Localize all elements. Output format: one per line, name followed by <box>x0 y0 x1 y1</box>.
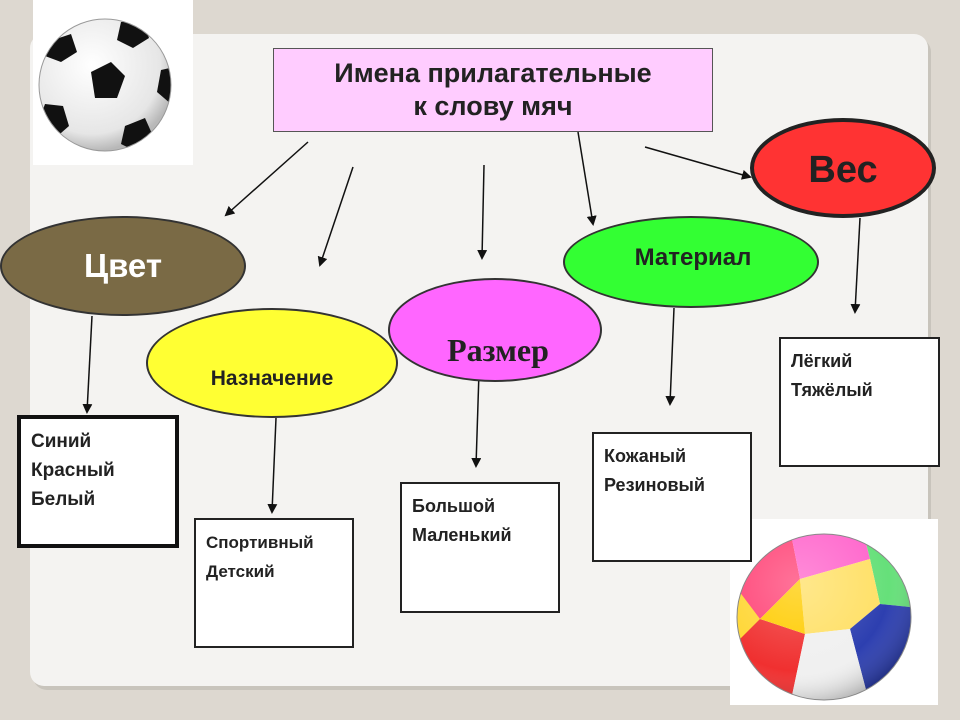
soccer-ball-icon <box>38 18 172 152</box>
arrow-title-to-purpose <box>317 166 354 267</box>
arrow-weight-to-list <box>850 217 861 314</box>
category-color: Цвет <box>0 216 246 316</box>
list-item: Кожаный <box>604 446 687 466</box>
examples-size: Большой Маленький <box>400 482 560 613</box>
arrow-material-to-list <box>665 307 676 406</box>
arrow-title-to-size <box>477 164 488 260</box>
arrow-title-to-color <box>224 141 309 217</box>
list-item: Спортивный <box>206 533 314 552</box>
category-material: Материал <box>563 216 819 308</box>
arrow-title-to-weight <box>644 146 752 180</box>
list-item: Лёгкий <box>791 351 853 371</box>
examples-color: Синий Красный Белый <box>17 415 179 548</box>
title-line-2: к слову мяч <box>413 91 573 121</box>
colorful-ball-icon <box>736 533 912 701</box>
arrow-color-to-list <box>82 315 93 414</box>
examples-purpose: Спортивный Детский <box>194 518 354 648</box>
category-material-label: Материал <box>634 244 752 271</box>
list-item: Маленький <box>412 525 512 545</box>
examples-material: Кожаный Резиновый <box>592 432 752 562</box>
category-weight-label: Вес <box>808 148 878 191</box>
category-color-label: Цвет <box>83 247 163 284</box>
list-item: Детский <box>206 562 275 581</box>
arrow-size-to-list <box>471 371 482 468</box>
list-item: Тяжёлый <box>791 380 873 400</box>
list-item: Белый <box>31 489 96 510</box>
title-line-1: Имена прилагательные <box>334 58 652 88</box>
category-purpose: Назначение <box>146 308 398 418</box>
category-size-label: Размер <box>447 331 549 368</box>
category-weight: Вес <box>750 118 936 218</box>
examples-weight: Лёгкий Тяжёлый <box>779 337 940 467</box>
list-item: Красный <box>31 460 115 481</box>
category-purpose-label: Назначение <box>210 367 334 390</box>
arrow-purpose-to-list <box>267 417 278 514</box>
soccer-ball-image <box>33 0 193 165</box>
toy-ball-image <box>730 519 938 705</box>
diagram-title: Имена прилагательные к слову мяч <box>273 48 713 132</box>
list-item: Синий <box>31 431 92 452</box>
list-item: Большой <box>412 496 496 516</box>
list-item: Резиновый <box>604 475 705 495</box>
arrow-title-to-material <box>577 131 597 226</box>
category-size: Размер <box>388 278 602 382</box>
